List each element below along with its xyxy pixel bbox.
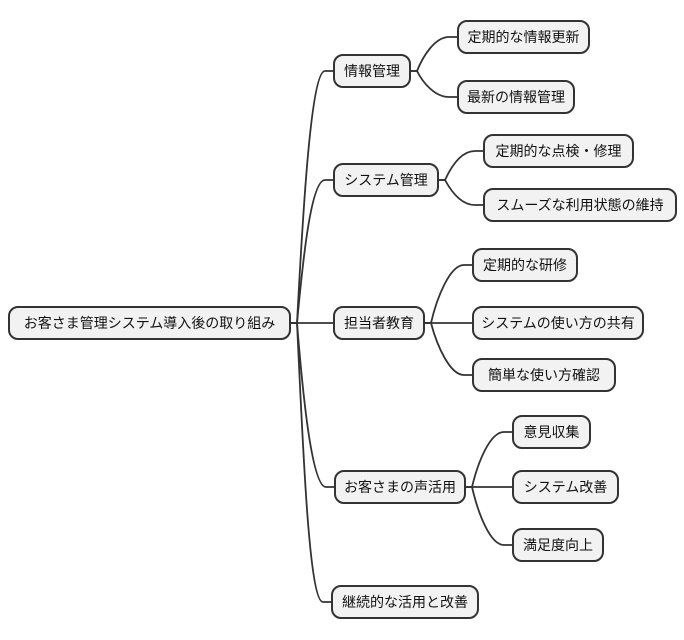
branch-node-customer-feedback-use: お客さまの声活用 bbox=[334, 470, 466, 504]
leaf-node-system-improvement: システム改善 bbox=[512, 470, 619, 504]
leaf-node-satisfaction-improvement: 満足度向上 bbox=[512, 528, 604, 562]
edge-system-to-smooth-usage bbox=[438, 179, 484, 206]
edge-info-to-latest-management bbox=[410, 70, 458, 98]
root-node-post-introduction-initiatives: お客さま管理システム導入後の取り組み bbox=[8, 306, 291, 340]
leaf-node-regular-inspection-repair: 定期的な点検・修理 bbox=[483, 134, 634, 168]
branch-node-staff-training: 担当者教育 bbox=[333, 306, 425, 340]
branch-node-continuous-use-improvement: 継続的な活用と改善 bbox=[331, 585, 479, 619]
leaf-node-simple-usage-check: 簡単な使い方確認 bbox=[472, 358, 616, 392]
leaf-node-regular-info-update: 定期的な情報更新 bbox=[457, 20, 590, 54]
edge-training-to-regular-training bbox=[424, 264, 473, 324]
edge-root-to-continuous-improvement bbox=[290, 322, 332, 603]
branch-node-system-management: システム管理 bbox=[333, 163, 439, 197]
edge-system-to-inspection-repair bbox=[438, 150, 484, 181]
edge-root-to-system-management bbox=[290, 179, 334, 324]
leaf-node-regular-training: 定期的な研修 bbox=[472, 248, 578, 282]
leaf-node-opinion-collection: 意見収集 bbox=[512, 415, 591, 449]
leaf-node-smooth-usage-maintenance: スムーズな利用状態の維持 bbox=[483, 188, 677, 222]
branch-node-info-management: 情報管理 bbox=[333, 54, 411, 88]
edge-training-to-simple-check bbox=[424, 322, 473, 376]
edge-feedback-to-opinion-collection bbox=[465, 431, 513, 488]
edge-root-to-info-management bbox=[290, 70, 334, 324]
edge-feedback-to-satisfaction bbox=[465, 486, 513, 546]
leaf-node-system-usage-sharing: システムの使い方の共有 bbox=[472, 306, 644, 340]
leaf-node-latest-info-management: 最新の情報管理 bbox=[457, 80, 575, 114]
edge-info-to-regular-update bbox=[410, 36, 458, 72]
